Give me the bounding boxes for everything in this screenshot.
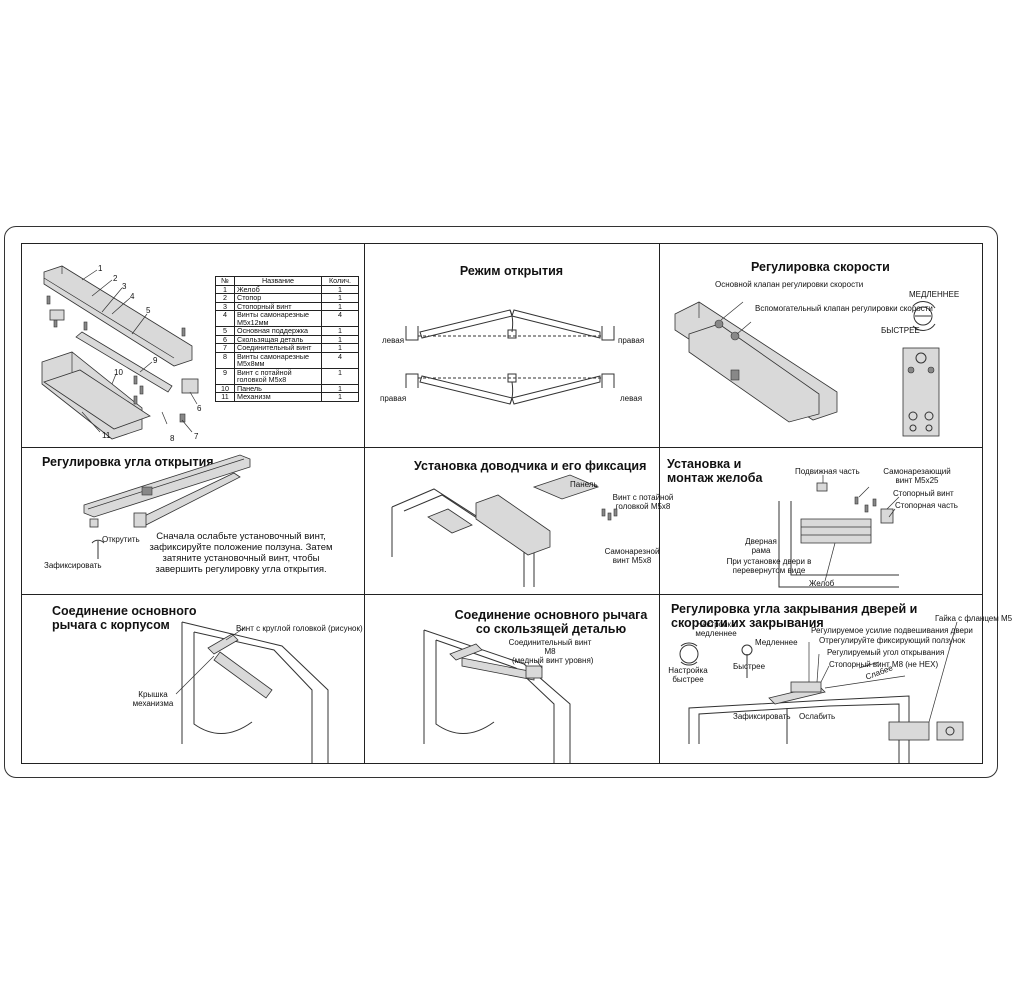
connect-slider-title: Соединение основного рычага со скользяще… (454, 608, 648, 636)
closing-diagram (679, 621, 964, 763)
instruction-sheet: 1 2 3 4 5 6 7 8 9 10 11 № Название Колич… (4, 226, 1012, 778)
speed-title: Регулировка скорости (751, 260, 890, 274)
closing-title: Регулировка угла закрывания дверей и ско… (671, 602, 918, 630)
cell-speed: Регулировка скорости Основной кл (659, 244, 982, 447)
callout-8: 8 (170, 434, 175, 443)
connect-body-diagram (175, 621, 329, 763)
rail-diagram (778, 475, 900, 588)
cell-angle-open: Регулировка угла открытия Открутить Зафи… (22, 447, 364, 594)
label-unscrew: Открутить (102, 535, 140, 544)
label-slower: МЕДЛЕННЕЕ (909, 290, 960, 299)
opening-mode-title: Режим открытия (459, 264, 564, 278)
label-screw-note: (медный винт уровня) (512, 656, 594, 665)
label-slower: Медленнее (755, 638, 798, 647)
rail-title: Установка и монтаж желоба (667, 457, 763, 485)
label-loosen: Ослабить (799, 712, 836, 721)
label-inverted: При установке двери в перевернутом виде (726, 557, 812, 575)
label-panel: Панель (570, 480, 598, 489)
label-right-bottom: правая (380, 394, 407, 403)
angle-open-diagram (83, 454, 251, 559)
label-faster: Быстрее (733, 662, 766, 671)
label-adjust-slider: Отрегулируйте фиксирующий ползунок (819, 636, 966, 645)
label-right-top: правая (618, 336, 645, 345)
cell-connect-slider: Соединение основного рычага со скользяще… (364, 594, 659, 763)
parts-header-num: № (215, 276, 235, 286)
label-rail: Желоб (809, 579, 835, 588)
cell-closing: Регулировка угла закрывания дверей и ско… (659, 594, 1012, 763)
label-aux-valve: Вспомогательный клапан регулировки скоро… (755, 304, 933, 313)
parts-header-qty: Колич. (321, 276, 359, 286)
label-main-valve: Основной клапан регулировки скорости (715, 280, 864, 289)
cell-opening-mode: Режим открытия лев (364, 244, 659, 447)
label-left-bottom: левая (620, 394, 643, 403)
label-open-angle: Регулируемый угол открывания (827, 648, 945, 657)
cell-connect-body: Соединение основного рычага с корпусом В… (22, 594, 364, 763)
callout-11: 11 (102, 431, 111, 440)
callout-5: 5 (146, 306, 151, 315)
label-slower-adjust: Настройка медленнее (695, 620, 737, 638)
label-door-force: Регулируемое усилие подвешивания двери (811, 626, 973, 635)
label-stop-screw-m8: Стопорный винт М8 (не НЕХ) (829, 660, 939, 669)
label-round-screw: Винт с круглой головкой (рисунок) (236, 624, 363, 633)
speed-diagram (674, 301, 940, 437)
callout-1: 1 (98, 264, 103, 273)
label-self-tap: Самонарезной винт М5х8 (604, 547, 660, 565)
label-faster: БЫСТРЕЕ (881, 326, 920, 335)
callout-7: 7 (194, 432, 199, 441)
callout-4: 4 (130, 292, 135, 301)
label-fix: Зафиксировать (733, 712, 791, 721)
callout-6: 6 (197, 404, 202, 413)
callout-2: 2 (113, 274, 118, 283)
cell-exploded-view: 1 2 3 4 5 6 7 8 9 10 11 № Название Колич… (22, 244, 364, 447)
label-countersunk: Винт с потайной головкой М5х8 (612, 493, 674, 511)
install-diagram (391, 474, 618, 587)
label-left-top: левая (382, 336, 405, 345)
parts-header-name: Название (234, 276, 322, 286)
label-connecting-screw: Соединительный винт М8 (508, 638, 592, 656)
exploded-diagram (41, 265, 199, 440)
label-flange-nut: Гайка с фланцем М5 (935, 614, 1012, 623)
angle-open-title: Регулировка угла открытия (42, 455, 214, 469)
label-mechanism-cover: Крышка механизма (132, 690, 174, 708)
opening-mode-diagram (405, 309, 615, 405)
callout-9: 9 (153, 356, 158, 365)
label-door-frame: Дверная рама (745, 537, 777, 555)
cell-rail: Установка и монтаж желоба Подвижная ч (659, 447, 982, 594)
callout-10: 10 (114, 368, 123, 377)
callout-3: 3 (122, 282, 127, 291)
label-fix: Зафиксировать (44, 561, 102, 570)
cell-install: Установка доводчика и его фиксация Панел… (364, 447, 673, 594)
angle-open-instructions: Сначала ослабьте установочный винт, зафи… (149, 531, 333, 575)
label-self-tap-screw: Самонарезающий винт М5х25 (883, 467, 951, 485)
install-title: Установка доводчика и его фиксация (414, 459, 647, 473)
label-moving-part: Подвижная часть (795, 467, 860, 476)
instruction-grid: 1 2 3 4 5 6 7 8 9 10 11 № Название Колич… (21, 243, 1012, 764)
connect-slider-diagram (423, 629, 571, 763)
label-faster-adjust: Настройка быстрее (668, 666, 708, 684)
label-stop-screw: Стопорный винт (893, 489, 954, 498)
label-stop-part: Стопорная часть (895, 501, 958, 510)
connect-body-title: Соединение основного рычага с корпусом (52, 604, 197, 632)
